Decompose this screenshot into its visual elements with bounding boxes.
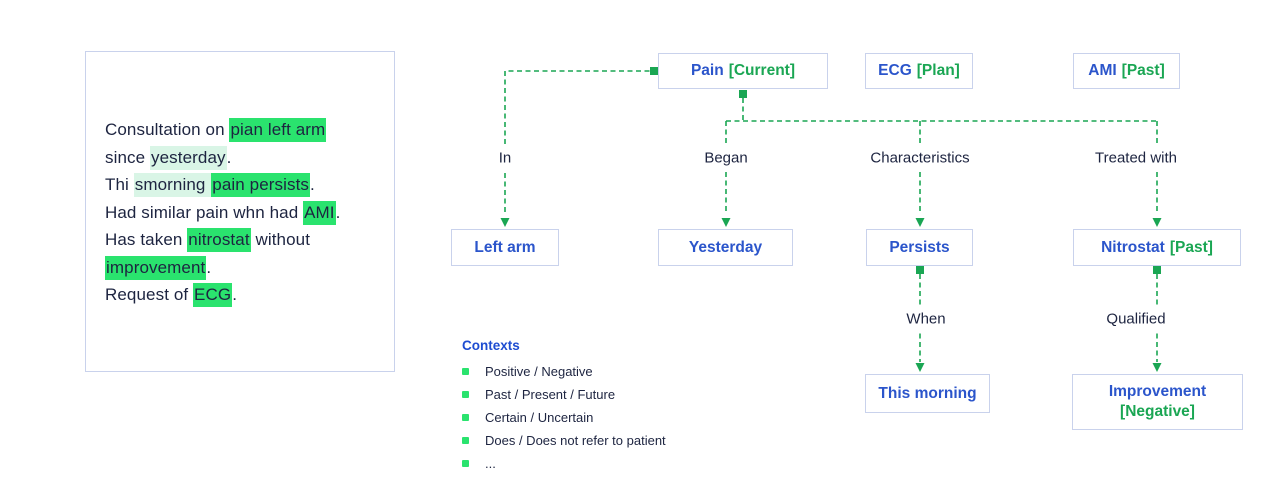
note-text-segment: Has taken	[105, 230, 188, 249]
legend-bullet-icon	[462, 367, 469, 375]
entity-node-pain: Pain[Current]	[658, 53, 828, 89]
entity-node-nitrostat: Nitrostat[Past]	[1073, 229, 1241, 266]
note-line: Had similar pain whn had AMI.	[105, 199, 376, 227]
note-text-segment: .	[335, 202, 341, 222]
legend-item-label: Certain / Uncertain	[485, 409, 594, 425]
entity-label: Persists	[889, 238, 950, 256]
relation-label-qualified: Qualified	[1098, 307, 1174, 331]
note-text-segment: .	[206, 257, 212, 277]
context-tag: [Current]	[728, 62, 796, 79]
legend-item-label: Past / Present / Future	[485, 386, 616, 402]
note-line: Thi smorning pain persists.	[105, 171, 376, 199]
note-line: Consultation on pian left arm	[105, 116, 376, 144]
entity-label: AMI	[1088, 62, 1117, 79]
note-line: since yesterday.	[105, 144, 376, 172]
entity-node-ami: AMI[Past]	[1073, 53, 1180, 89]
legend-item-label: Positive / Negative	[485, 363, 593, 379]
relation-label-when: When	[898, 307, 954, 331]
entity-highlight: yesterday	[150, 145, 227, 170]
legend-bullet-icon	[462, 390, 469, 398]
note-text-segment: Had similar pain whn had	[105, 202, 304, 222]
note-line: improvement.	[105, 254, 376, 282]
entity-node-persists: Persists	[866, 229, 973, 266]
legend-title: Contexts	[462, 338, 520, 353]
entity-node-left-arm: Left arm	[451, 229, 559, 266]
note-text-segment: without	[250, 230, 311, 249]
entity-highlight: AMI	[303, 200, 336, 225]
entity-highlight: smorning	[133, 173, 212, 197]
note-line: Has taken nitrostat without	[105, 226, 376, 254]
note-line: Request of ECG.	[105, 281, 376, 309]
entity-label: Yesterday	[688, 238, 763, 256]
entity-label: Nitrostat	[1101, 238, 1165, 256]
legend-item: Past / Present / Future	[462, 386, 732, 402]
legend-item-label: Does / Does not refer to patient	[485, 432, 666, 448]
context-tag: [Past]	[1169, 238, 1213, 256]
relation-label-began: Began	[696, 146, 756, 170]
legend-item: ...	[462, 455, 732, 471]
entity-highlight: ECG	[193, 283, 233, 307]
note-text-segment: .	[226, 147, 232, 167]
entity-label: ECG	[878, 62, 912, 79]
entity-highlight: pain persists	[211, 173, 311, 197]
edge-pain-in-left-arm	[500, 67, 658, 227]
legend-bullet-icon	[462, 436, 469, 444]
legend-item-label: ...	[485, 455, 496, 471]
context-tag: [Plan]	[916, 62, 960, 79]
note-text-segment: since	[105, 147, 151, 167]
note-text-segment: Request of	[105, 285, 194, 304]
note-text-segment: .	[310, 175, 315, 194]
entity-highlight: pian left arm	[229, 118, 327, 142]
entity-node-this-morning: This morning	[865, 374, 990, 413]
note-text-segment: Consultation on	[105, 120, 230, 139]
relation-label-in: In	[490, 146, 520, 170]
legend-item: Does / Does not refer to patient	[462, 432, 732, 448]
entity-node-improvement: Improvement [Negative]	[1072, 374, 1243, 430]
relation-label-characteristics: Characteristics	[862, 146, 978, 170]
entity-node-yesterday: Yesterday	[658, 229, 793, 266]
context-tag: [Past]	[1121, 62, 1165, 79]
entity-label: This morning	[878, 384, 977, 402]
legend-bullet-icon	[462, 459, 469, 467]
entity-label: Pain	[690, 62, 724, 79]
entity-highlight: improvement	[105, 255, 207, 280]
relation-label-treated-with: Treated with	[1087, 146, 1185, 170]
entity-label: Left arm	[474, 238, 536, 256]
legend-bullet-icon	[462, 413, 469, 421]
note-text-segment: .	[232, 285, 238, 304]
entity-node-ecg: ECG[Plan]	[865, 53, 973, 89]
legend-item: Certain / Uncertain	[462, 409, 732, 425]
entity-label: Improvement	[1108, 382, 1207, 400]
entity-highlight: nitrostat	[187, 228, 251, 252]
legend-item: Positive / Negative	[462, 363, 732, 379]
context-tag: [Negative]	[1120, 403, 1195, 420]
note-text-segment: Thi	[105, 175, 134, 194]
